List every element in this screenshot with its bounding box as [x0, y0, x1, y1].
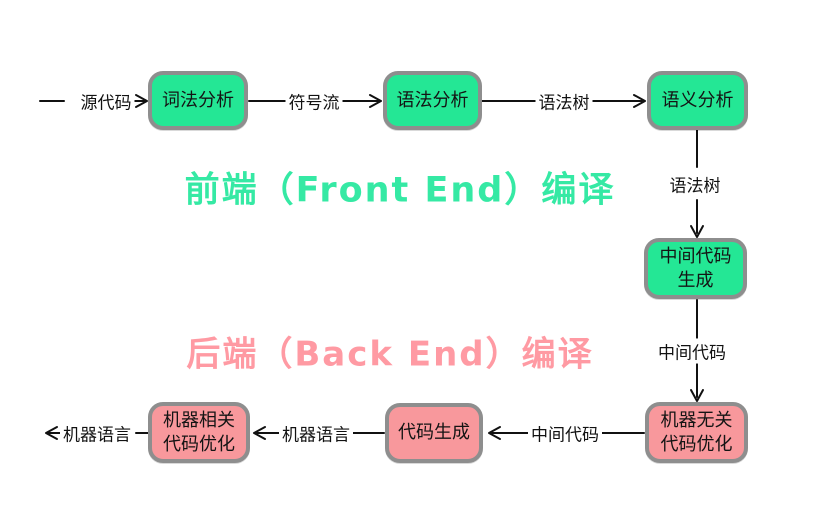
- edge-ir-to-miopt-arrow: [690, 363, 704, 402]
- edge-label-machine-language-out: 机器语言: [60, 420, 134, 446]
- edge-source-to-lexical-arrow: [132, 94, 148, 108]
- node-lexical-analysis: 词法分析: [148, 71, 248, 130]
- node-machine-dependent-optimization: 机器相关 代码优化: [148, 402, 250, 463]
- node-intermediate-code-generation: 中间代码 生成: [644, 238, 747, 299]
- edge-label-intermediate-code-bottom: 中间代码: [528, 420, 602, 446]
- node-syntax-analysis: 语法分析: [383, 71, 482, 130]
- edge-tree-to-irgen-arrow: [690, 199, 704, 238]
- back-end-title: 后端（Back End）编译: [186, 334, 594, 375]
- edge-label-intermediate-code-vertical: 中间代码: [655, 338, 729, 364]
- edge-tree-to-semantic-arrow: [591, 94, 646, 108]
- edge-label-machine-language-mid: 机器语言: [279, 420, 353, 446]
- edge-label-source-code: 源代码: [77, 88, 135, 114]
- front-end-title: 前端（Front End）编译: [184, 170, 616, 211]
- edge-label-token-stream: 符号流: [285, 88, 343, 114]
- node-semantic-analysis: 语义分析: [647, 71, 748, 130]
- edge-ml-to-mdopt-arrow: [253, 426, 282, 440]
- edge-label-syntax-tree-vertical: 语法树: [666, 171, 724, 197]
- edge-token-to-syntax-arrow: [341, 94, 382, 108]
- edge-label-syntax-tree-top: 语法树: [535, 88, 593, 114]
- node-machine-independent-optimization: 机器无关 代码优化: [645, 402, 748, 463]
- edge-ir-to-codegen-arrow: [488, 426, 530, 440]
- edge-output-arrow: [45, 426, 61, 440]
- node-code-generation: 代码生成: [385, 403, 483, 463]
